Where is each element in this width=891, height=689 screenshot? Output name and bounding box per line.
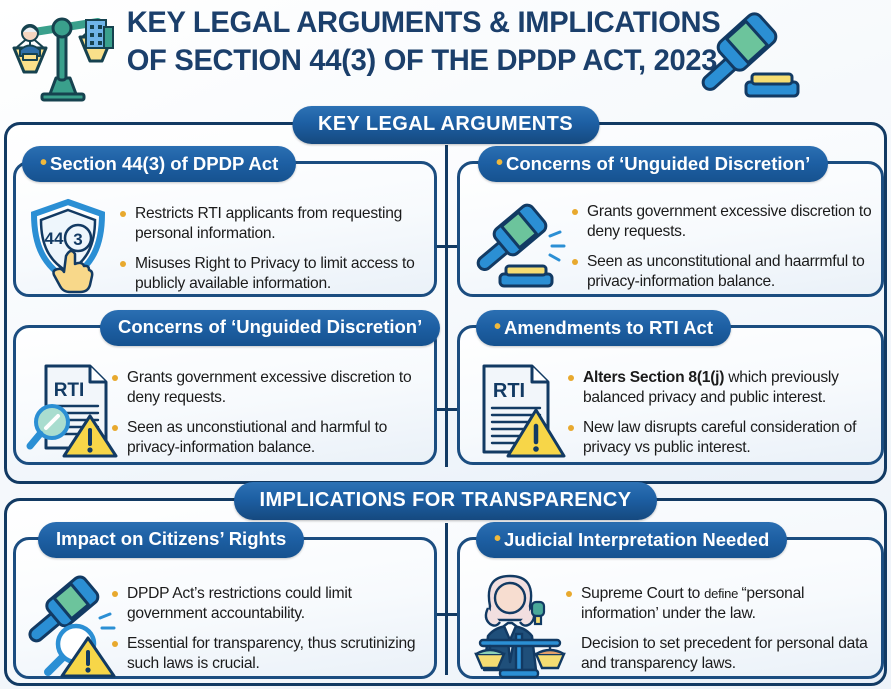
card-amendments-to-rti-act[interactable]: •Amendments to RTI Act RTI [457, 310, 884, 465]
title-bullet-dot: • [494, 316, 502, 338]
list-item: DPDP Act’s restrictions could limit gove… [112, 584, 430, 623]
list-item: Supreme Court to define “personal inform… [566, 584, 880, 623]
section-title-implications-for-transparency: IMPLICATIONS FOR TRANSPARENCY [233, 482, 658, 520]
card-impact-on-citizens-rights[interactable]: •Impact on Citizens’ Rights [13, 522, 437, 679]
card-title-impact-citizens-rights: •Impact on Citizens’ Rights [38, 522, 305, 558]
gavel-icon [690, 0, 810, 102]
bullet-list-section-44-3: Restricts RTI applicants from requesting… [120, 204, 426, 293]
section-implications-for-transparency: IMPLICATIONS FOR TRANSPARENCY •Impact on… [4, 482, 887, 686]
card-concerns-unguided-discretion-bottom[interactable]: •Concerns of ‘Unguided Discretion’ RTI [13, 310, 441, 465]
list-item: Alters Section 8(1(j) which previously b… [568, 368, 880, 407]
page-title-line-2: OF SECTION 44(3) OF THE DPDP ACT, 2023 [126, 44, 718, 77]
gavel-icon [472, 198, 572, 290]
card-title-concerns-top: •Concerns of ‘Unguided Discretion’ [478, 146, 829, 182]
header: KEY LEGAL ARGUMENTS & IMPLICATIONS OF SE… [0, 0, 891, 104]
bullet-quoted-text: “personal information’ [581, 585, 805, 622]
title-bullet-dot: • [494, 528, 502, 550]
list-item: Seen as unconstitutional and haarrmful t… [572, 252, 878, 291]
card-judicial-interpretation-needed[interactable]: •Judicial Interpretation Needed [457, 522, 884, 679]
title-bullet-dot: • [496, 152, 504, 174]
spine-vertical-arguments [445, 145, 448, 467]
bullet-list-impact-citizens-rights: DPDP Act’s restrictions could limit gove… [112, 584, 430, 673]
section-title-key-legal-arguments: KEY LEGAL ARGUMENTS [291, 106, 600, 144]
bullet-list-judicial-interpretation: Supreme Court to define “personal inform… [566, 584, 880, 673]
card-section-44-3-of-dpdp-act[interactable]: •Section 44(3) of DPDP Act 44 3 Restrict… [13, 146, 437, 297]
spine-vertical-implications [445, 523, 448, 675]
judge-scales-icon [472, 572, 572, 679]
card-title-judicial-interpretation: •Judicial Interpretation Needed [476, 522, 788, 558]
svg-text:RTI: RTI [54, 380, 85, 401]
page-title-line-1: KEY LEGAL ARGUMENTS & IMPLICATIONS [126, 6, 721, 39]
title-bullet-dot: • [40, 152, 48, 174]
bullet-bold-lead: Alters Section 8(1(j) [583, 369, 725, 386]
balance-scale-icon [6, 4, 116, 102]
list-item: Grants government excessive discretion t… [572, 202, 878, 241]
svg-text:RTI: RTI [493, 380, 525, 402]
svg-text:3: 3 [73, 230, 82, 249]
section-key-legal-arguments: KEY LEGAL ARGUMENTS •Section 44(3) of DP… [4, 106, 887, 484]
list-item: Essential for transparency, thus scrutin… [112, 634, 430, 673]
rti-magnifier-warning-icon: RTI [26, 360, 120, 460]
list-item: Misuses Right to Privacy to limit access… [120, 254, 426, 293]
svg-text:44: 44 [45, 229, 64, 248]
list-item: Restricts RTI applicants from requesting… [120, 204, 426, 243]
page-title: KEY LEGAL ARGUMENTS & IMPLICATIONS OF SE… [126, 4, 721, 80]
list-item: Grants government excessive discretion t… [112, 368, 430, 407]
gavel-magnifier-warning-icon [26, 574, 126, 678]
bullet-list-concerns-bottom: Grants government excessive discretion t… [112, 368, 430, 457]
card-title-section-44-3: •Section 44(3) of DPDP Act [22, 146, 297, 182]
list-item: Seen as unconstiutional and harmful to p… [112, 418, 430, 457]
bullet-list-concerns-top: Grants government excessive discretion t… [572, 202, 878, 291]
card-title-amendments: •Amendments to RTI Act [476, 310, 732, 346]
rti-warning-icon: RTI [474, 360, 566, 460]
bullet-list-amendments: Alters Section 8(1(j) which previously b… [568, 368, 880, 457]
bullet-small-text: define [704, 586, 742, 601]
list-item: New law disrupts careful consideration o… [568, 418, 880, 457]
card-title-concerns-bottom: •Concerns of ‘Unguided Discretion’ [100, 310, 441, 346]
list-item: Decision to set precedent for personal d… [581, 635, 868, 672]
card-concerns-unguided-discretion-top[interactable]: •Concerns of ‘Unguided Discretion’ [457, 146, 884, 297]
shield-44-3-icon: 44 3 [24, 196, 112, 294]
